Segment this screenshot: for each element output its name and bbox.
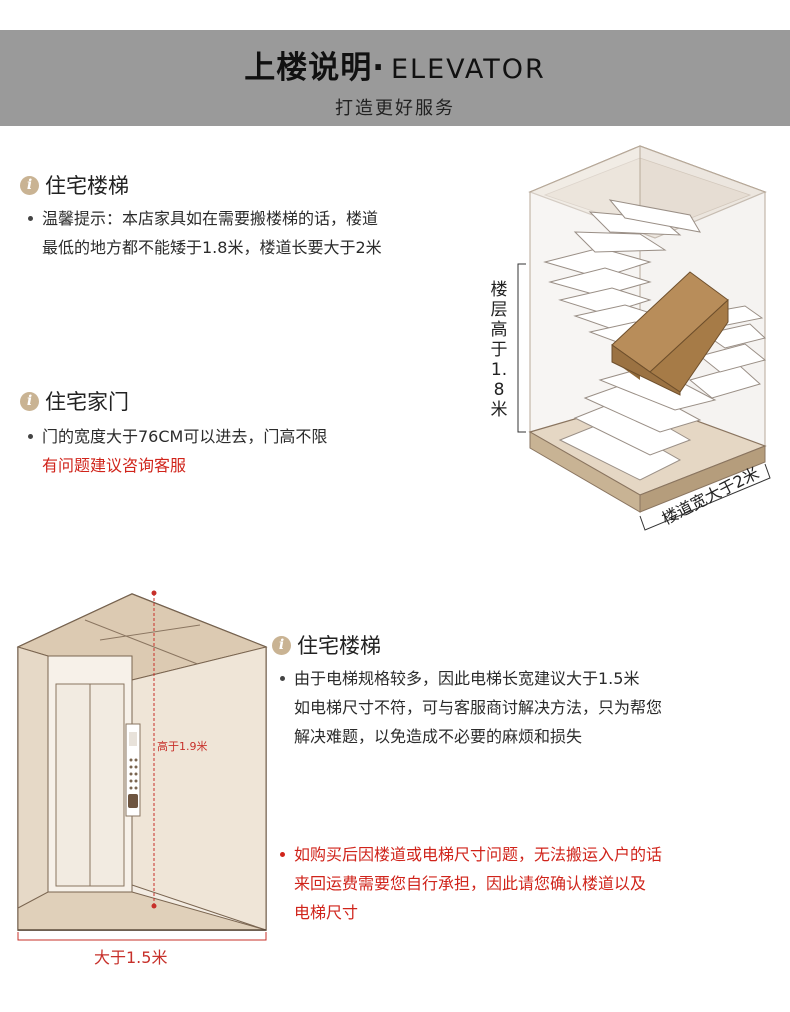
info-icon: i xyxy=(20,175,39,195)
elevator-line-1: 由于电梯规格较多，因此电梯长宽建议大于1.5米 xyxy=(294,669,640,688)
warning-text-block: 如购买后因楼道或电梯尺寸问题，无法搬运入户的话 来回运费需要您自行承担，因此请您… xyxy=(278,840,662,927)
section-title-stairs: i 住宅楼梯 xyxy=(20,170,129,200)
page-subtitle: 打造更好服务 xyxy=(335,98,455,119)
info-icon: i xyxy=(20,391,39,411)
stairs-line-2: 最低的地方都不能矮于1.8米，楼道长要大于2米 xyxy=(42,238,382,257)
header-banner: 上楼说明·ELEVATOR 打造更好服务 xyxy=(0,30,790,126)
title-en: ELEVATOR xyxy=(390,54,546,85)
stairs-line-1: 温馨提示：本店家具如在需要搬楼梯的话，楼道 xyxy=(42,209,379,228)
door-line: 门的宽度大于76CM可以进去，门高不限 xyxy=(42,427,328,446)
bullet-line: 如购买后因楼道或电梯尺寸问题，无法搬运入户的话 xyxy=(278,840,662,869)
elevator-text-block: 由于电梯规格较多，因此电梯长宽建议大于1.5米 如电梯尺寸不符，可与客服商讨解决… xyxy=(278,664,662,751)
section-title-door: i 住宅家门 xyxy=(20,386,129,416)
stair-height-label: 楼层高于1.8米 xyxy=(490,280,508,420)
elevator-height-label: 高于1.9米 xyxy=(157,740,208,753)
elevator-width-label: 大于1.5米 xyxy=(94,948,168,967)
bullet-dot xyxy=(28,216,33,221)
door-text-block: 门的宽度大于76CM可以进去，门高不限 有问题建议咨询客服 xyxy=(26,422,327,480)
warning-line-2: 来回运费需要您自行承担，因此请您确认楼道以及 xyxy=(294,874,647,893)
bullet-dot xyxy=(28,434,33,439)
section-title-elevator: i 住宅楼梯 xyxy=(272,630,381,660)
stairs-text-block: 温馨提示：本店家具如在需要搬楼梯的话，楼道 最低的地方都不能矮于1.8米，楼道长… xyxy=(26,204,382,262)
bullet-dot xyxy=(280,852,285,857)
section-title-elevator-text: 住宅楼梯 xyxy=(297,634,381,658)
warning-line-1: 如购买后因楼道或电梯尺寸问题，无法搬运入户的话 xyxy=(294,845,663,864)
section-title-stairs-text: 住宅楼梯 xyxy=(45,174,129,198)
door-red-line: 有问题建议咨询客服 xyxy=(42,456,187,475)
elevator-line-3: 解决难题，以免造成不必要的麻烦和损失 xyxy=(294,727,583,746)
page-title: 上楼说明·ELEVATOR xyxy=(0,42,790,87)
title-cn: 上楼说明· xyxy=(244,50,385,86)
bullet-line: 温馨提示：本店家具如在需要搬楼梯的话，楼道 xyxy=(26,204,382,233)
bullet-line: 门的宽度大于76CM可以进去，门高不限 xyxy=(26,422,327,451)
warning-line-3: 电梯尺寸 xyxy=(294,903,359,922)
elevator-line-2: 如电梯尺寸不符，可与客服商讨解决方法，只为帮您 xyxy=(294,698,663,717)
section-title-door-text: 住宅家门 xyxy=(45,390,129,414)
bullet-dot xyxy=(280,676,285,681)
info-icon: i xyxy=(272,635,291,655)
bullet-line: 由于电梯规格较多，因此电梯长宽建议大于1.5米 xyxy=(278,664,662,693)
